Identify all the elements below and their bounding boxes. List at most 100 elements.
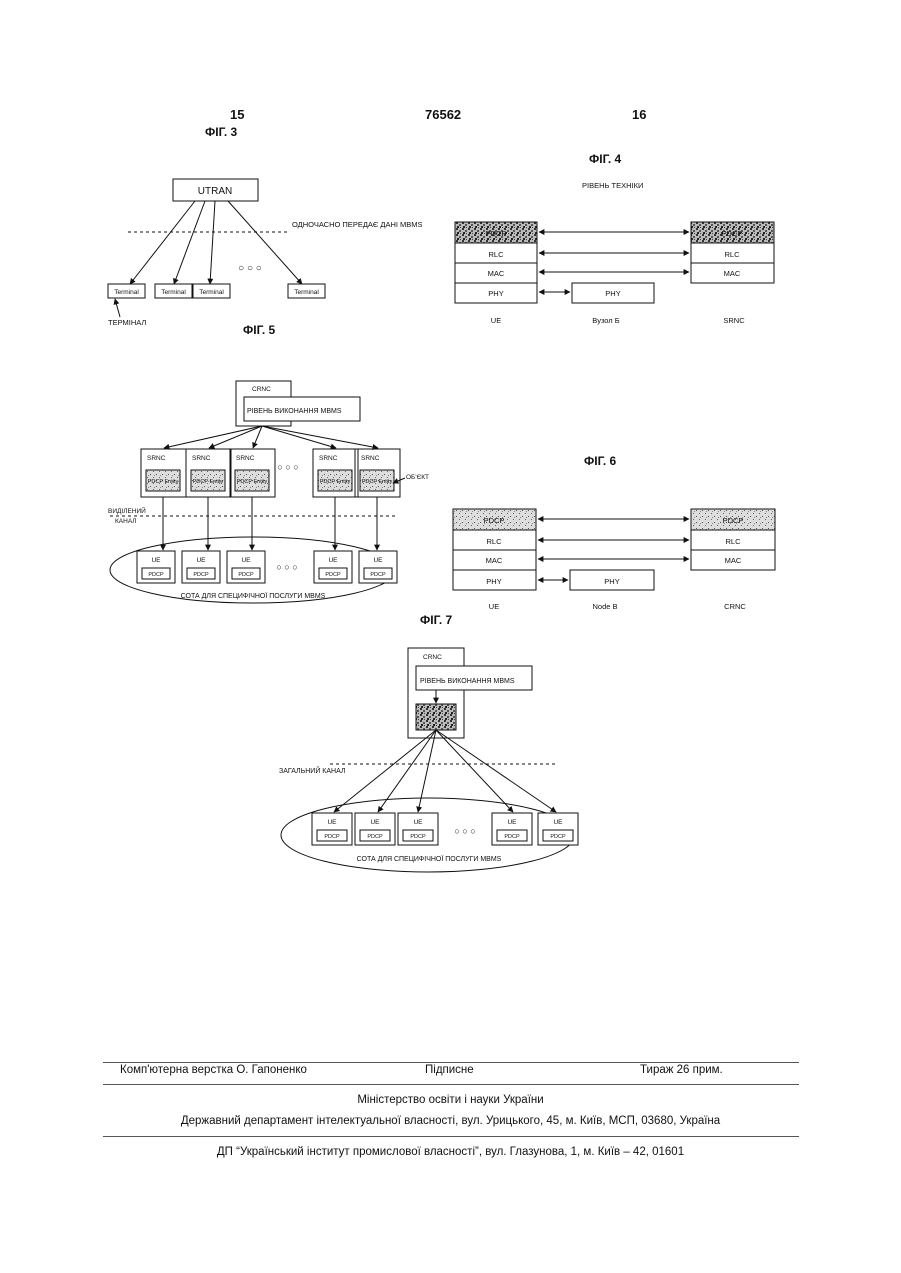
object-label: ОБ'ЄКТ	[406, 474, 429, 481]
terminal-label: Terminal	[199, 289, 224, 296]
ue-box	[182, 551, 220, 583]
srnc-label: SRNC	[147, 455, 166, 462]
fig3-title: ФІГ. 3	[205, 125, 238, 139]
footer-rule	[103, 1136, 799, 1137]
pdcp-entity-label: PDCP Entity	[148, 479, 179, 485]
figure-6: ФІГ. 6 PDCP RLC MAC PHY PDCP RLC MAC PHY…	[453, 454, 775, 611]
rlc-label: RLC	[488, 250, 504, 259]
crnc-label: CRNC	[252, 386, 271, 393]
ellipsis-dots: ○ ○ ○	[276, 562, 297, 572]
ue-box	[312, 813, 352, 845]
pdcp-label: PDCP	[324, 834, 340, 840]
dedicated-label-line2: КАНАЛ	[115, 518, 137, 525]
terminal-label: Terminal	[161, 289, 186, 296]
ue-label: UE	[370, 819, 380, 826]
fig5-title: ФІГ. 5	[243, 323, 276, 337]
pdcp-label: PDCP	[193, 572, 209, 578]
fig3-note: ОДНОЧАСНО ПЕРЕДАЄ ДАНІ MBMS	[292, 220, 423, 229]
fig7-title: ФІГ. 7	[420, 613, 453, 627]
figure-7: ФІГ. 7 CRNC РІВЕНЬ ВИКОНАННЯ MBMS ЗАГАЛЬ…	[279, 613, 578, 872]
pdcp-label: PDCP	[550, 834, 566, 840]
ue-box	[492, 813, 532, 845]
ue-label: UE	[553, 819, 563, 826]
ue-label: UE	[507, 819, 517, 826]
ue-box	[227, 551, 265, 583]
fig4-subtitle: РІВЕНЬ ТЕХНІКИ	[582, 181, 643, 190]
signed-note: Підписне	[425, 1064, 474, 1076]
typesetter-credit: Комп'ютерна верстка О. Гапоненко	[120, 1064, 307, 1076]
ue-box	[359, 551, 397, 583]
pdcp-label: PDCP	[148, 572, 164, 578]
phy-label: PHY	[486, 577, 501, 586]
ue-label: UE	[373, 557, 383, 564]
ellipsis-dots: ○ ○ ○	[277, 462, 298, 472]
ue-label: UE	[491, 316, 501, 325]
figure-5: ФІГ. 5 CRNC РІВЕНЬ ВИКОНАННЯ MBMS SRNC PD…	[108, 323, 429, 603]
ue-box	[314, 551, 352, 583]
figure-4: ФІГ. 4 РІВЕНЬ ТЕХНІКИ PDCP RLC MAC PHY P…	[455, 152, 774, 325]
ue-label: UE	[489, 602, 499, 611]
node-label: Node B	[592, 602, 617, 611]
rlc-label: RLC	[725, 537, 741, 546]
circulation-note: Тираж 26 прим.	[640, 1064, 723, 1076]
phy-label: PHY	[604, 577, 619, 586]
pdcp-entity-label: PDCP Entity	[193, 479, 224, 485]
ue-label: UE	[151, 557, 161, 564]
department-line: Державний департамент інтелектуальної вл…	[0, 1115, 901, 1127]
pdcp-label: PDCP	[722, 229, 743, 238]
pdcp-label: PDCP	[484, 516, 505, 525]
ellipsis-dots: ○ ○ ○	[238, 263, 262, 274]
node-label: Вузол Б	[592, 316, 619, 325]
terminal-label: Terminal	[114, 289, 139, 296]
utran-label: UTRAN	[198, 186, 232, 197]
ue-label: UE	[241, 557, 251, 564]
pdcp-label: PDCP	[238, 572, 254, 578]
ue-label: UE	[328, 557, 338, 564]
ue-label: UE	[196, 557, 206, 564]
pdcp-entity-label: PDCP Entity	[320, 479, 351, 485]
srnc-label: SRNC	[192, 455, 211, 462]
pdcp-label: PDCP	[486, 229, 507, 238]
pdcp-entity-label: PDCP Entity	[362, 479, 393, 485]
pdcp-label: PDCP	[410, 834, 426, 840]
rlc-label: RLC	[486, 537, 502, 546]
ministry-line: Міністерство освіти і науки України	[0, 1094, 901, 1106]
footer-rule	[103, 1084, 799, 1085]
mac-label: MAC	[725, 556, 742, 565]
mbms-layer-label: РІВЕНЬ ВИКОНАННЯ MBMS	[420, 678, 515, 685]
pdcp-label: PDCP	[504, 834, 520, 840]
pdcp-entity-label: PDCP Entity	[237, 479, 268, 485]
footer-rule	[103, 1062, 799, 1063]
crnc-label: CRNC	[423, 654, 442, 661]
figure-3: ФІГ. 3 UTRAN ОДНОЧАСНО ПЕРЕДАЄ ДАНІ MBMS…	[108, 125, 423, 327]
mac-label: MAC	[488, 269, 505, 278]
mac-label: MAC	[724, 269, 741, 278]
phy-label: PHY	[605, 289, 620, 298]
mac-label: MAC	[486, 556, 503, 565]
ue-box	[137, 551, 175, 583]
cell-label: СОТА ДЛЯ СПЕЦИФІЧНОЇ ПОСЛУГИ MBMS	[181, 592, 326, 600]
ue-label: UE	[413, 819, 423, 826]
fig6-title: ФІГ. 6	[584, 454, 617, 468]
common-channel-label: ЗАГАЛЬНИЙ КАНАЛ	[279, 766, 346, 775]
rlc-label: RLC	[724, 250, 740, 259]
pdcp-label: PDCP	[370, 572, 386, 578]
pdcp-entity-box	[416, 704, 456, 730]
mbms-layer-label: РІВЕНЬ ВИКОНАННЯ MBMS	[247, 408, 342, 415]
pdcp-label: PDCP	[325, 572, 341, 578]
terminal-caption: ТЕРМІНАЛ	[108, 318, 146, 327]
pdcp-label: PDCP	[723, 516, 744, 525]
phy-label: PHY	[488, 289, 503, 298]
terminal-label: Terminal	[294, 289, 319, 296]
rnc-label: SRNC	[723, 316, 745, 325]
cell-label: СОТА ДЛЯ СПЕЦИФІЧНОЇ ПОСЛУГИ MBMS	[357, 855, 502, 863]
institute-line: ДП “Український інститут промислової вла…	[0, 1146, 901, 1158]
fig4-title: ФІГ. 4	[589, 152, 622, 166]
ue-box	[355, 813, 395, 845]
srnc-label: SRNC	[361, 455, 380, 462]
ue-label: UE	[327, 819, 337, 826]
pdcp-label: PDCP	[367, 834, 383, 840]
dedicated-label-line1: ВИДІЛЕНИЙ	[108, 506, 146, 515]
ellipsis-dots: ○ ○ ○	[454, 826, 475, 836]
